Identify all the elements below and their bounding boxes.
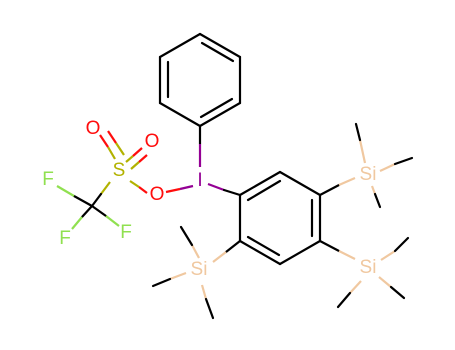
bond-silicon-methyl [204, 297, 215, 320]
bond-ring-silicon [338, 250, 356, 260]
bond [278, 239, 322, 266]
bond-carbon-fluorine [72, 194, 94, 208]
double-bond-sulfonyl [138, 154, 148, 163]
double-bond-sulfonyl [107, 146, 116, 160]
bond-silicon-methyl [200, 284, 208, 300]
bond-sulfur-carbon [100, 181, 111, 195]
double-bond [246, 235, 281, 257]
double-bond-sulfonyl [107, 130, 117, 144]
bond-ring-silicon [338, 176, 356, 187]
silicon-atom-label: Si [191, 259, 208, 280]
fluorine-atom-label: F [59, 228, 71, 249]
bond [198, 32, 242, 59]
bond [158, 101, 202, 128]
bond-sulfur-carbon [90, 192, 103, 208]
aryl-ring [238, 170, 322, 266]
sulfonyl-oxygen-atom-label: O [86, 118, 101, 139]
bond-iodine-aryl [207, 182, 225, 192]
bond-silicon-methyl [151, 277, 172, 288]
bond-silicon-methyl [336, 291, 352, 309]
bond-silicon-methyl [358, 139, 367, 164]
iodine-atom-label: I [197, 170, 202, 191]
double-bond-sulfonyl [115, 142, 125, 156]
bond-silicon-methyl [169, 271, 187, 281]
double-bond-sulfonyl [132, 147, 143, 157]
double-bond [199, 97, 234, 119]
bond-silicon-methyl [393, 236, 410, 253]
bond-silicon-methyl [389, 285, 406, 300]
bond-silicon-methyl [370, 185, 377, 195]
bond-carbon-fluorine [80, 204, 94, 219]
bond-silicon-methyl [379, 163, 396, 172]
bond-oxygen-sulfur [129, 180, 140, 188]
double-bond [246, 179, 282, 202]
bond [198, 101, 242, 128]
bond-silicon-methyl [179, 225, 194, 247]
bond-silicon-methyl [349, 280, 362, 294]
bond-silicon-methyl [373, 192, 382, 209]
bond-ring-silicon [212, 251, 227, 263]
double-bond-sulfonyl [130, 161, 140, 170]
sulfonyl-oxygen-atom-label: O [145, 131, 160, 152]
bond [238, 239, 282, 266]
bond-carbon-fluorine [90, 204, 108, 218]
bond-carbon-fluorine [71, 216, 83, 230]
double-bond-sulfonyl [99, 134, 109, 148]
bond-silicon-methyl [393, 156, 414, 166]
bond-ring-silicon [224, 239, 242, 254]
bond-carbon-fluorine [105, 215, 120, 227]
bond-iodine-oxygen [179, 184, 194, 191]
ester-oxygen-atom-label: O [150, 184, 165, 205]
double-bond [200, 41, 235, 63]
fluorine-atom-label: F [120, 222, 132, 243]
fluorine-atom-label: F [42, 169, 54, 190]
bond-carbon-fluorine [56, 185, 75, 197]
bond-ring-silicon [318, 183, 341, 197]
sulfur-atom-label: S [113, 160, 126, 181]
bond-iodine-aryl [222, 188, 242, 197]
bond-silicon-methyl [354, 122, 362, 142]
silicon-atom-label: Si [360, 257, 377, 278]
bond [238, 170, 282, 197]
bond-silicon-methyl [191, 244, 200, 259]
bond-ring-silicon [318, 239, 341, 253]
phenyl-ring [158, 32, 242, 128]
silicon-atom-label: Si [360, 164, 377, 185]
bond-silicon-methyl [378, 276, 392, 288]
bond [278, 170, 322, 197]
double-bond-sulfonyl [125, 155, 134, 163]
bond-iodine-oxygen [165, 187, 181, 194]
bond-silicon-methyl [380, 250, 396, 261]
bond [158, 32, 202, 59]
bond-oxygen-sulfur [138, 186, 148, 194]
